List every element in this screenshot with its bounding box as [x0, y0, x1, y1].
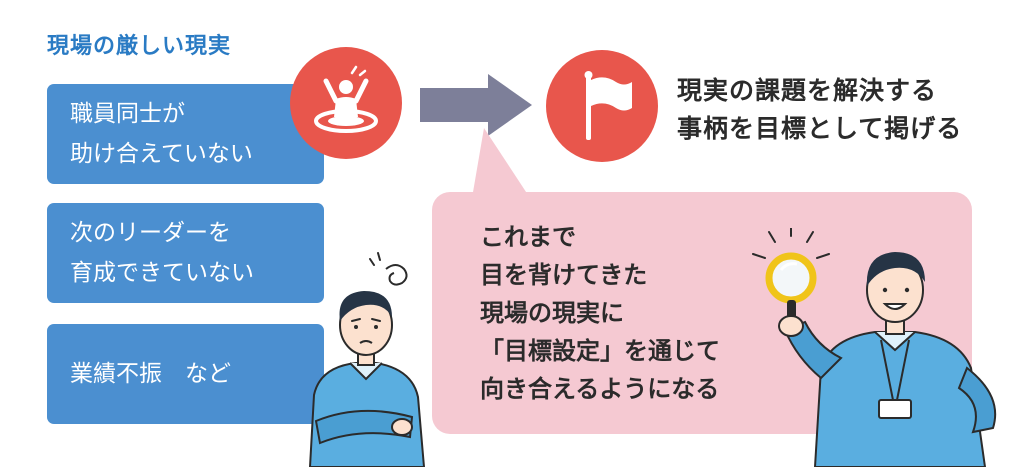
goal-circle — [546, 50, 658, 162]
flag-icon — [584, 71, 632, 140]
problem-box-performance: 業績不振 など — [47, 324, 324, 424]
bubble-line: 目を背けてきた — [480, 261, 648, 289]
speech-bubble-tail — [472, 128, 530, 198]
goal-line1: 現実の課題を解決する — [677, 76, 938, 105]
person-sinking-icon — [314, 65, 378, 133]
problem-text-line2: 助け合えていない — [70, 141, 253, 167]
bubble-line: これまで — [480, 223, 576, 251]
worried-man-illustration — [308, 252, 426, 467]
problem-circle — [290, 47, 402, 159]
problem-text-line1: 職員同士が — [70, 101, 185, 127]
bubble-line: 現場の現実に — [480, 299, 624, 327]
problem-box-leadership: 次のリーダーを 育成できていない — [47, 203, 324, 303]
goal-line2: 事柄を目標として掲げる — [677, 114, 963, 143]
problem-box-cooperation: 職員同士が 助け合えていない — [47, 84, 324, 184]
smiling-man-illustration — [752, 228, 997, 467]
bubble-line: 「目標設定」を通じて — [480, 337, 720, 365]
problem-text-line1: 次のリーダーを — [70, 220, 231, 246]
right-arrow-icon — [420, 74, 532, 136]
bubble-text: これまで 目を背けてきた 現場の現実に 「目標設定」を通じて 向き合えるようにな… — [480, 218, 720, 408]
goal-text: 現実の課題を解決する 事柄を目標として掲げる — [677, 72, 962, 148]
bubble-line: 向き合えるようになる — [480, 375, 720, 403]
problem-text-line1: 業績不振 など — [70, 361, 231, 387]
problem-text-line2: 育成できていない — [70, 260, 254, 286]
section-heading: 現場の厳しい現実 — [47, 34, 232, 59]
